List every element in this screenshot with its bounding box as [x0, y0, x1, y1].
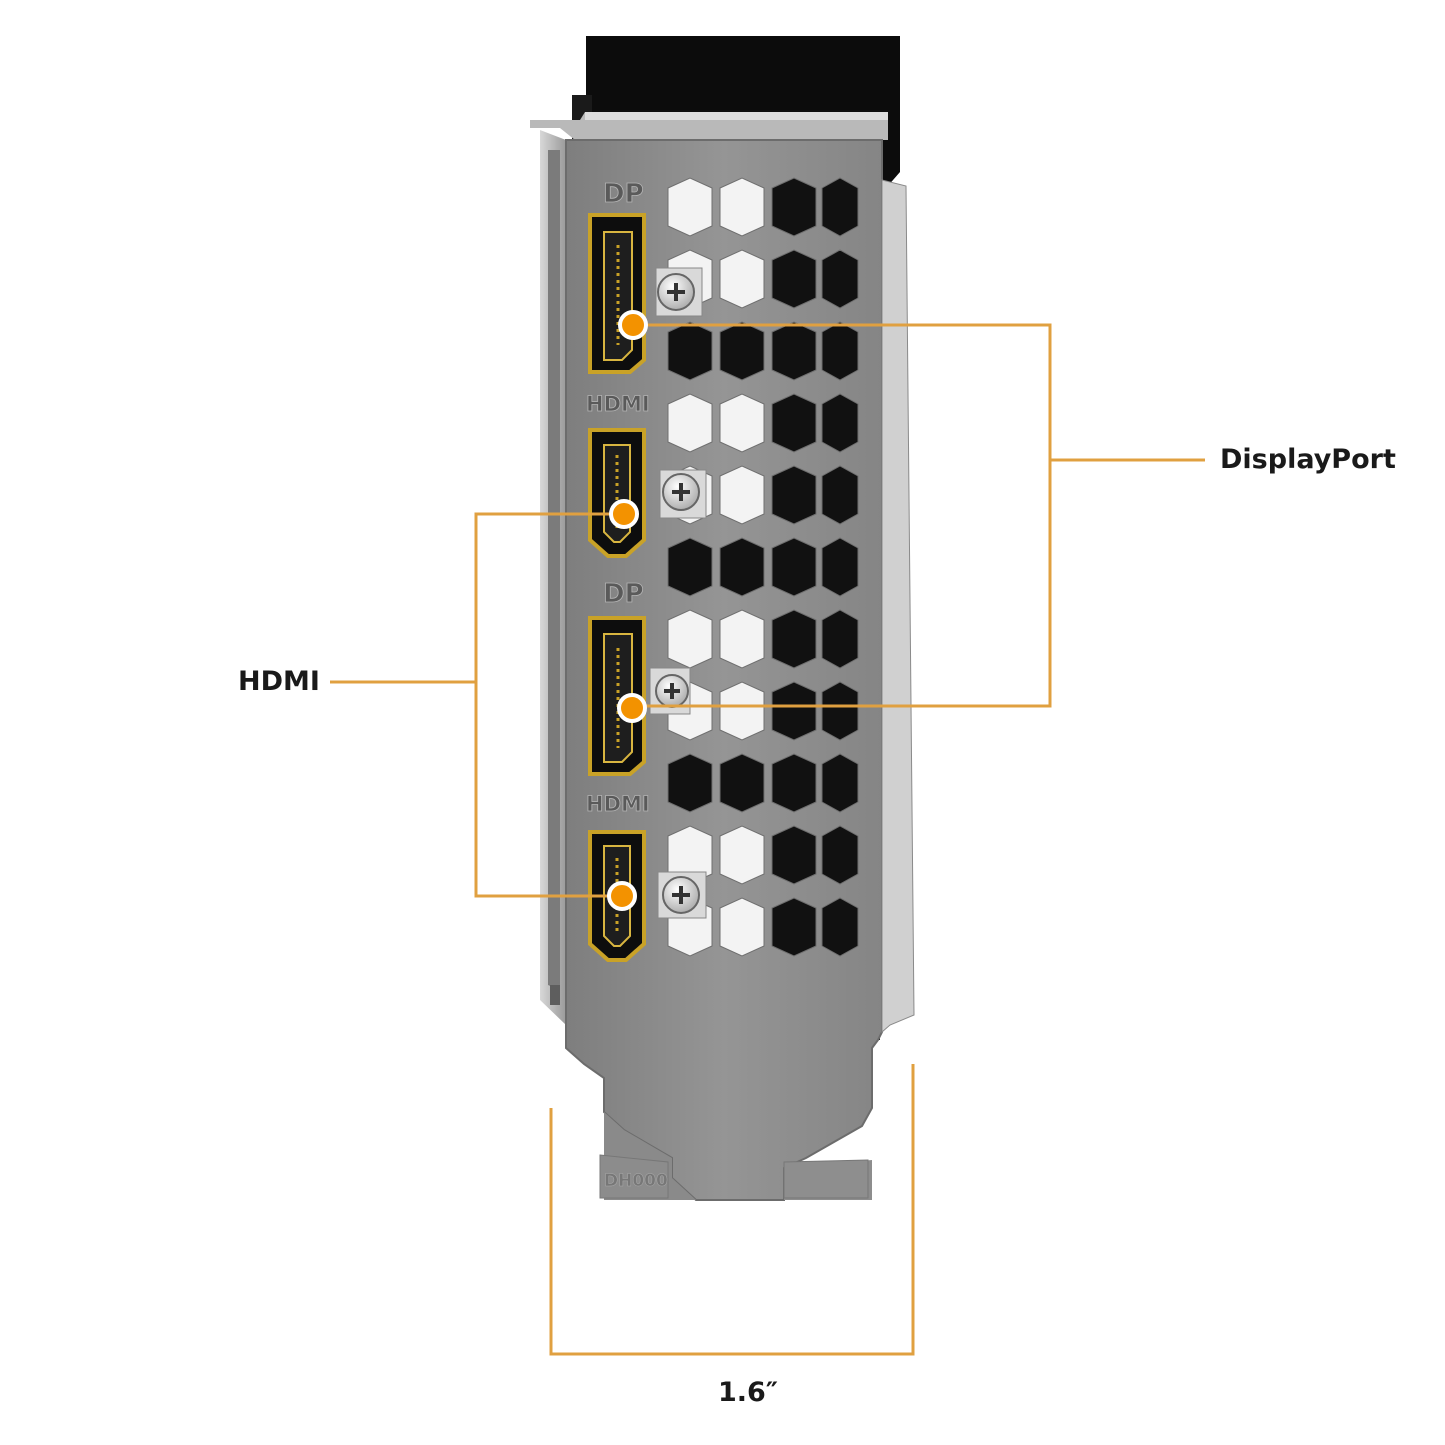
- callout-dot-hdmi-2: [607, 881, 637, 911]
- bracket-top-tab: [530, 112, 888, 140]
- port-labels: DP HDMI DP HDMI DH000: [586, 179, 669, 1192]
- vent-cell: [821, 681, 859, 741]
- vent-cell: [667, 609, 713, 669]
- vent-cell: [771, 609, 817, 669]
- vent-cell: [719, 249, 765, 309]
- vent-cell: [719, 897, 765, 957]
- vent-cell: [821, 249, 859, 309]
- vent-cell: [771, 681, 817, 741]
- callout-dots: [607, 310, 648, 911]
- vent-cell: [771, 177, 817, 237]
- bracket-right-edge: [881, 179, 915, 1034]
- vent-cell: [771, 321, 817, 381]
- vent-cell: [771, 897, 817, 957]
- screw-icon: [659, 469, 707, 519]
- vent-cell: [667, 393, 713, 453]
- vent-cell: [719, 609, 765, 669]
- vent-cell: [821, 177, 859, 237]
- bracket-screws: [649, 267, 707, 919]
- vent-cell: [821, 465, 859, 525]
- callout-line-dp: [632, 323, 1052, 708]
- vent-cell: [771, 393, 817, 453]
- bracket-stamp: DH000: [604, 1171, 668, 1191]
- callout-dot-dp-2: [617, 693, 647, 723]
- bracket-side-flange: [540, 130, 566, 1025]
- port-label-hdmi-2: HDMI: [586, 792, 650, 816]
- vent-cell: [719, 393, 765, 453]
- callout-line-hdmi: [474, 512, 620, 898]
- vent-cell: [821, 537, 859, 597]
- dimension-label-width: 1.6″: [718, 1377, 778, 1408]
- callout-dot-hdmi-1: [609, 499, 639, 529]
- port-displayport-2: [588, 616, 646, 776]
- vent-cell: [771, 249, 817, 309]
- vent-cell: [719, 537, 765, 597]
- vent-cell: [821, 753, 859, 813]
- callout-lines: [330, 323, 1205, 1356]
- port-label-dp-1: DP: [603, 179, 644, 209]
- vent-cell: [719, 825, 765, 885]
- vent-cell: [771, 825, 817, 885]
- vent-cell: [719, 177, 765, 237]
- vent-cell: [719, 681, 765, 741]
- vent-cell: [719, 753, 765, 813]
- vent-cell: [821, 897, 859, 957]
- screw-icon: [655, 267, 703, 317]
- vent-cell: [667, 753, 713, 813]
- vent-cell: [771, 753, 817, 813]
- vent-cell: [771, 465, 817, 525]
- port-label-dp-2: DP: [603, 579, 644, 609]
- port-displayport-1: [588, 213, 646, 374]
- screw-icon: [657, 871, 707, 919]
- callout-label-hdmi: HDMI: [238, 666, 320, 697]
- vent-cell: [821, 321, 859, 381]
- port-label-hdmi-1: HDMI: [586, 392, 650, 416]
- callout-dot-dp-1: [618, 310, 648, 340]
- vent-cell: [821, 393, 859, 453]
- vent-cell: [719, 321, 765, 381]
- port-hdmi-1: [588, 428, 646, 558]
- dimension-line-width: [549, 1064, 915, 1356]
- vent-cell: [667, 537, 713, 597]
- vent-cell: [667, 177, 713, 237]
- vent-cell: [771, 537, 817, 597]
- callout-label-displayport: DisplayPort: [1220, 444, 1396, 475]
- vent-cell: [719, 465, 765, 525]
- vent-cell: [667, 321, 713, 381]
- vent-cell: [821, 825, 859, 885]
- vent-cell: [821, 609, 859, 669]
